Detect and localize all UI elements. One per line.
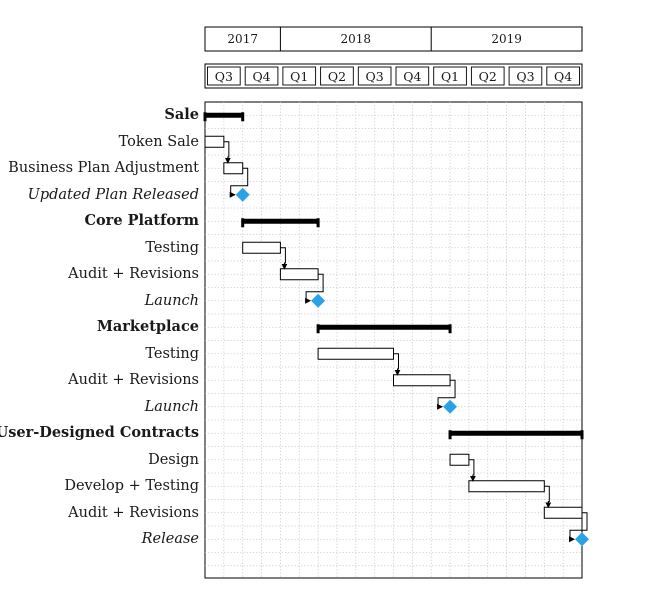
dependency-arrow (229, 167, 249, 198)
quarter-cell (508, 66, 543, 86)
row-label-task: Design (148, 451, 199, 468)
task-bar (279, 268, 319, 281)
task-bar (242, 241, 281, 254)
row-label-group: Core Platform (84, 212, 199, 230)
group-bar-cap-left (241, 218, 245, 228)
task-bar (393, 374, 451, 387)
dependency-arrow (393, 353, 401, 376)
group-bar (242, 218, 319, 224)
dependency-arrow (305, 273, 324, 304)
year-header (204, 26, 583, 52)
row-label-milestone: Release (141, 531, 199, 548)
task-bar (317, 347, 395, 360)
quarter-label: Q3 (366, 69, 384, 84)
row-label-task: Audit + Revisions (68, 372, 199, 389)
row-label-group: Sale (164, 106, 199, 124)
task-bar (543, 506, 583, 519)
year-label-2017: 2017 (227, 32, 258, 46)
row-label-task: Business Plan Adjustment (8, 160, 199, 177)
quarter-cell (244, 66, 279, 86)
row-label-task: Token Sale (118, 133, 199, 150)
quarter-label: Q2 (328, 69, 346, 84)
row-label-group: User-Designed Contracts (0, 424, 199, 442)
row-label-milestone: Updated Plan Released (27, 186, 199, 203)
group-bar (450, 430, 582, 436)
quarter-cell (433, 66, 467, 86)
group-bar-cap-left (316, 324, 320, 334)
row-label-milestone: Launch (144, 292, 199, 309)
group-bar-cap-right (316, 218, 320, 228)
milestone-diamond (235, 187, 250, 202)
group-bar (318, 324, 451, 330)
group-bar-cap-right (241, 112, 245, 122)
task-bar (223, 162, 244, 175)
quarter-cell (320, 66, 354, 86)
task-bar (449, 453, 470, 466)
quarter-cell (282, 66, 317, 86)
quarter-label: Q1 (290, 69, 308, 84)
group-bar-cap-left (448, 430, 452, 440)
dependency-arrow (223, 141, 231, 164)
row-label-task: Develop + Testing (64, 478, 199, 495)
year-label-2019: 2019 (491, 32, 522, 46)
quarter-label: Q4 (252, 69, 270, 84)
row-label-milestone: Launch (144, 398, 199, 415)
quarter-cell (470, 66, 505, 86)
year-label-2018: 2018 (341, 32, 372, 46)
quarter-label: Q1 (441, 69, 459, 84)
task-bar (204, 135, 225, 148)
quarter-cell (207, 66, 241, 86)
quarter-label: Q3 (516, 69, 534, 84)
row-label-task: Audit + Revisions (68, 266, 199, 283)
milestone-diamond (311, 293, 326, 308)
group-bar-cap-right (448, 324, 452, 334)
milestone-diamond (443, 399, 458, 414)
row-label-task: Testing (145, 239, 199, 256)
task-bar (468, 480, 545, 493)
group-bar-cap-left (203, 112, 207, 122)
quarter-cell (546, 66, 580, 86)
quarter-label: Q3 (215, 69, 233, 84)
row-label-task: Audit + Revisions (68, 504, 199, 521)
quarter-label: Q2 (479, 69, 497, 84)
milestone-diamond (575, 532, 589, 547)
dependency-arrow (280, 247, 288, 270)
dependency-arrow (468, 459, 476, 482)
row-label-group: Marketplace (96, 318, 199, 336)
quarter-cell (357, 66, 392, 86)
group-bar (205, 112, 243, 118)
quarter-label: Q4 (554, 69, 572, 84)
quarter-cell (395, 66, 430, 86)
quarter-label: Q4 (403, 69, 421, 84)
dependency-arrow (544, 485, 552, 509)
row-label-task: Testing (145, 345, 199, 362)
quarter-header (204, 63, 583, 89)
dependency-arrow (569, 512, 588, 543)
group-bar-cap-right (580, 430, 584, 440)
dependency-arrow (437, 379, 456, 410)
